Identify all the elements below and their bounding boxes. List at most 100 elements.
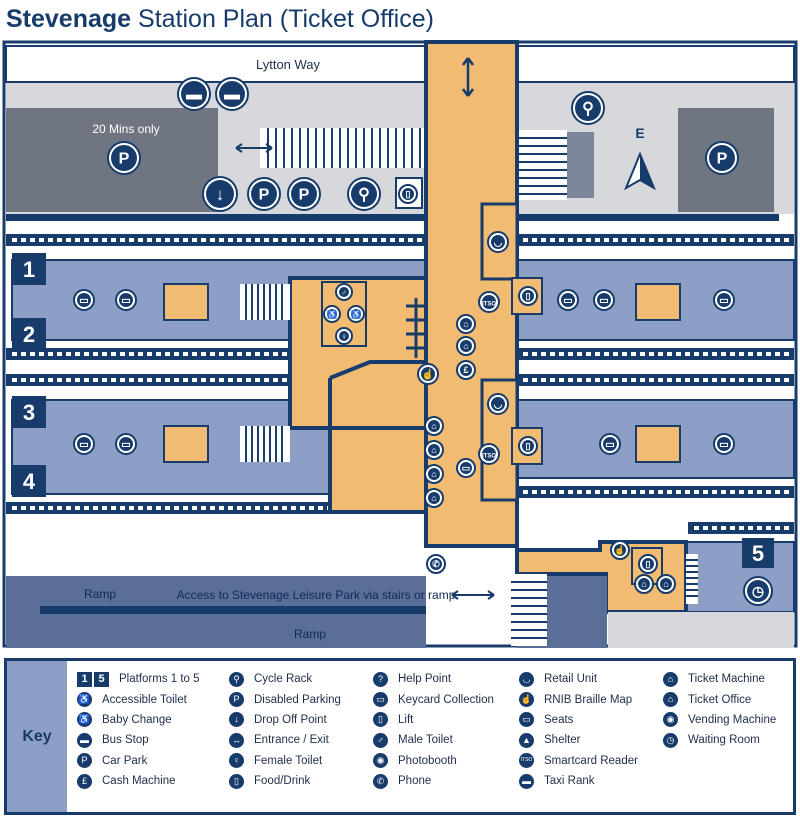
drop-off-point-icon: ↓: [229, 712, 244, 728]
legend-item: ▭ Keycard Collection: [373, 689, 494, 709]
legend-item: ♂Male Toilet: [373, 730, 494, 750]
seats-icon: ▭: [713, 289, 735, 311]
svg-text:P: P: [299, 187, 310, 204]
legend-item: ◡Retail Unit: [519, 669, 638, 689]
female-toilet-icon: ♀: [335, 327, 353, 345]
seats-icon: ▭: [73, 289, 95, 311]
smartcard-reader-icon: ITSO: [478, 291, 500, 313]
bus-stop-icon: ▬: [77, 732, 92, 748]
svg-text:⌂: ⌂: [463, 341, 468, 351]
food-drink-kiosk: [163, 283, 209, 321]
platform-5: [685, 541, 795, 613]
food-drink-icon: ▯: [229, 773, 244, 789]
legend-item-label: Keycard Collection: [398, 693, 494, 706]
legend-item: ▯Food/Drink: [229, 771, 341, 791]
legend-item-label: Shelter: [544, 734, 581, 747]
male-toilet-icon: ♂: [373, 732, 388, 748]
smartcard-reader-icon: ITSO: [519, 753, 534, 769]
svg-text:↓: ↓: [216, 185, 225, 204]
car-park-icon: P: [77, 753, 92, 769]
entrance-exit-icon-access: [451, 590, 495, 600]
road-lytton-way: [5, 45, 427, 83]
phone-icon: ✆: [426, 554, 446, 574]
svg-text:1: 1: [23, 257, 35, 282]
legend-item: ◷Waiting Room: [663, 730, 776, 750]
svg-text:⌂: ⌂: [463, 319, 468, 329]
svg-text:▭: ▭: [121, 440, 130, 451]
legend-item-label: Bus Stop: [102, 734, 149, 747]
legend-item-label: Waiting Room: [688, 734, 760, 747]
platform-number-1: 1: [12, 253, 46, 285]
cycle-rack-icon: ⚲: [229, 671, 244, 687]
legend-item-label: Ticket Machine: [688, 673, 765, 686]
ramp-label-upper: Ramp: [84, 587, 116, 601]
svg-text:♀: ♀: [341, 332, 347, 341]
rnib-braille-map-icon: ☝: [610, 540, 630, 560]
disabled-parking-icon: P: [247, 177, 281, 211]
ticket-office-icon: ⌂: [424, 416, 444, 436]
retail-unit-icon: ◡: [519, 671, 534, 687]
svg-text:▭: ▭: [79, 440, 88, 451]
title-station-name: Stevenage: [6, 5, 132, 33]
svg-text:☝: ☝: [614, 544, 625, 556]
lift-icon: ▯: [398, 184, 418, 204]
svg-text:2: 2: [23, 322, 35, 347]
legend-item-label: Entrance / Exit: [254, 734, 329, 747]
ticket-machine-icon: ⌂: [456, 314, 476, 334]
legend-item-label: Phone: [398, 775, 432, 788]
svg-text:▯: ▯: [406, 189, 411, 199]
seats-icon: ▭: [593, 289, 615, 311]
parking-note: 20 Mins only: [92, 122, 159, 136]
smartcard-reader-icon: ITSO: [478, 443, 500, 465]
taxi-rank-icon: ▬: [519, 773, 534, 789]
legend-item: ♿Baby Change: [77, 710, 200, 730]
svg-text:▭: ▭: [599, 296, 608, 307]
ramp-divider: [40, 606, 426, 614]
ticket-office-wall: [329, 360, 424, 380]
drop-off-point-icon: ↓: [202, 176, 238, 212]
lift-icon: ▯: [518, 436, 538, 456]
station-map: Lytton Way 20 Mins only 1 2 3 4: [2, 40, 798, 648]
help-point-icon: ?: [373, 671, 388, 687]
legend-column-4: ◡Retail Unit☝RNIB Braille Map▭Seats▲Shel…: [519, 669, 638, 791]
legend-item: ↔Entrance / Exit: [229, 730, 341, 750]
svg-text:⌂: ⌂: [641, 579, 646, 589]
legend-item-label: Accessible Toilet: [102, 693, 187, 706]
svg-text:P: P: [119, 151, 130, 168]
seats-icon: ▭: [713, 433, 735, 455]
accessible-toilet-icon: ♿: [323, 305, 341, 323]
legend-item: ◉Photobooth: [373, 751, 494, 771]
svg-text:▯: ▯: [526, 291, 531, 301]
stair-block-east: [566, 132, 594, 198]
legend-item: ↓ Drop Off Point: [229, 710, 341, 730]
ticket-machine-icon: ⌂: [424, 488, 444, 508]
legend-item: ✆Phone: [373, 771, 494, 791]
stairs-forecourt-west: [260, 128, 426, 168]
legend-item-label: Drop Off Point: [254, 713, 327, 726]
female-toilet-icon: ♀: [229, 753, 244, 769]
platform-number-3: 3: [12, 396, 46, 428]
legend-item: ▬ Bus Stop: [77, 730, 200, 750]
disabled-parking-icon: P: [287, 177, 321, 211]
legend-item-label: Cash Machine: [102, 775, 176, 788]
platform-badge: 1: [77, 671, 92, 687]
accessible-toilet-icon: ♿: [77, 692, 92, 708]
svg-text:⌂: ⌂: [431, 469, 436, 479]
legend-item-label: Baby Change: [102, 713, 172, 726]
keycard-collection-icon: ▭: [373, 692, 388, 708]
seats-icon: ▭: [115, 433, 137, 455]
legend-item: ▭Seats: [519, 710, 638, 730]
access-label: Access to Stevenage Leisure Park via sta…: [177, 588, 456, 602]
svg-text:☝: ☝: [422, 368, 434, 381]
svg-text:▭: ▭: [462, 463, 471, 473]
svg-text:♿: ♿: [351, 309, 361, 319]
svg-text:✆: ✆: [432, 559, 440, 569]
ticket-machine-icon: ⌂: [634, 574, 654, 594]
ticket-machine-icon: ⌂: [424, 464, 444, 484]
platform-number-4: 4: [12, 465, 46, 497]
baby-change-icon: ♿: [347, 305, 365, 323]
